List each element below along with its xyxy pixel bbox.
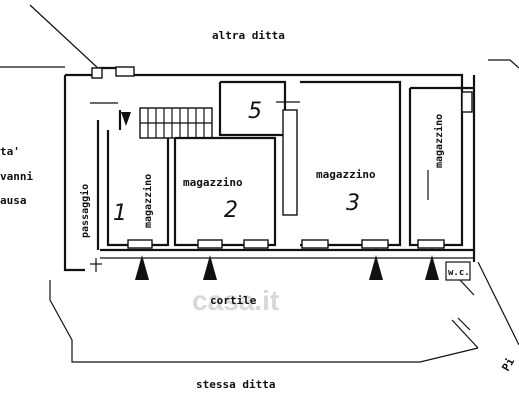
room-3-number: 3	[346, 191, 360, 216]
watermark-text: casa.it	[192, 285, 279, 316]
chimney-block	[115, 66, 135, 77]
label-wc: w.c.	[448, 268, 470, 278]
wc-box	[445, 261, 471, 281]
room-5-number: 5	[248, 99, 262, 124]
stair-arrow	[121, 112, 131, 126]
right-column	[461, 91, 473, 113]
boundary-line-bottom-right	[451, 319, 479, 349]
room-2-number: 2	[224, 198, 238, 223]
room-2-wall	[173, 136, 277, 247]
corner-block	[91, 67, 103, 79]
room-1-wall	[106, 130, 170, 247]
label-passage: passaggio	[79, 184, 91, 238]
label-courtyard: cortile	[210, 294, 257, 307]
room-2-name: magazzino	[183, 176, 243, 189]
room-1-name: magazzino	[142, 174, 154, 228]
label-left-fragment-1: ta'	[0, 145, 20, 158]
boundary-line-right	[477, 261, 519, 346]
room-1-number: 1	[113, 201, 127, 226]
boundary-line-top-left	[29, 4, 101, 71]
label-corner-fragment: Pi	[499, 355, 517, 373]
outer-wall-left	[63, 75, 85, 272]
gate-mark	[457, 317, 471, 331]
stair-treads	[140, 108, 212, 138]
entrance-arrows	[135, 255, 439, 280]
label-top-neighbor: altra ditta	[212, 29, 285, 42]
room-4-name: magazzino	[433, 114, 445, 168]
label-bottom-neighbor: stessa ditta	[196, 378, 275, 391]
right-room-wall	[408, 86, 464, 247]
label-left-fragment-2: vanni	[0, 170, 33, 183]
room-3-wall	[300, 80, 402, 247]
front-windows	[127, 239, 445, 249]
partition-2-3	[282, 109, 298, 216]
wc-line	[459, 279, 475, 296]
boundary-line-bottom	[49, 280, 479, 363]
boundary-line-top-right	[488, 59, 519, 69]
label-left-fragment-3: ausa	[0, 194, 27, 207]
room-3-name: magazzino	[316, 168, 376, 181]
